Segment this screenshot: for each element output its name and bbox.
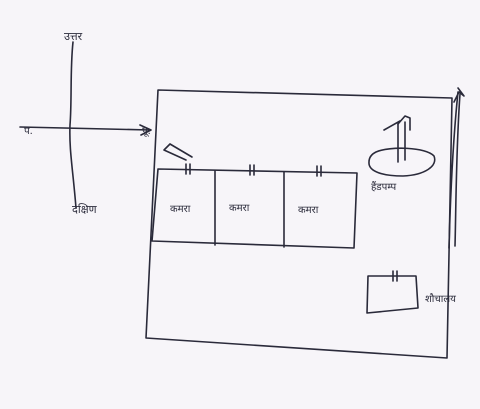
- compass-label-west: प.: [24, 126, 33, 137]
- handpump-pillar: [397, 121, 406, 163]
- toilet-block: [366, 270, 419, 314]
- handpump-base: [368, 147, 436, 177]
- door-marker: [163, 143, 193, 161]
- room-label-1: कमरा: [170, 204, 191, 215]
- door-mark-room-3: [316, 165, 322, 177]
- door-mark-room-2: [249, 164, 255, 176]
- door-mark-room-1: [185, 163, 191, 175]
- compass-arrowhead: [139, 124, 152, 136]
- compass-north-south-line: [69, 41, 77, 209]
- rooms-block: [151, 163, 358, 249]
- compass-west-east-line: [19, 126, 151, 131]
- toilet-label: शौचालय: [425, 293, 456, 305]
- compass-rose: [19, 41, 152, 209]
- compass-label-north: उत्तर: [64, 30, 83, 43]
- room-label-3: कमरा: [298, 205, 319, 216]
- rooms-outline: [151, 168, 358, 249]
- plot-boundary: [145, 89, 453, 359]
- handpump-label: हैंडपम्प: [371, 181, 397, 193]
- handpump-head: [397, 115, 411, 131]
- compass-label-east: पू.: [142, 126, 151, 137]
- compass-label-south: दक्षिण: [72, 203, 98, 216]
- room-label-2: कमरा: [229, 203, 250, 214]
- handpump-handle: [383, 120, 401, 131]
- handpump-icon: [368, 115, 436, 177]
- tree-icon: [448, 87, 465, 249]
- toilet-door-mark: [392, 270, 398, 282]
- toilet-outline: [366, 275, 419, 314]
